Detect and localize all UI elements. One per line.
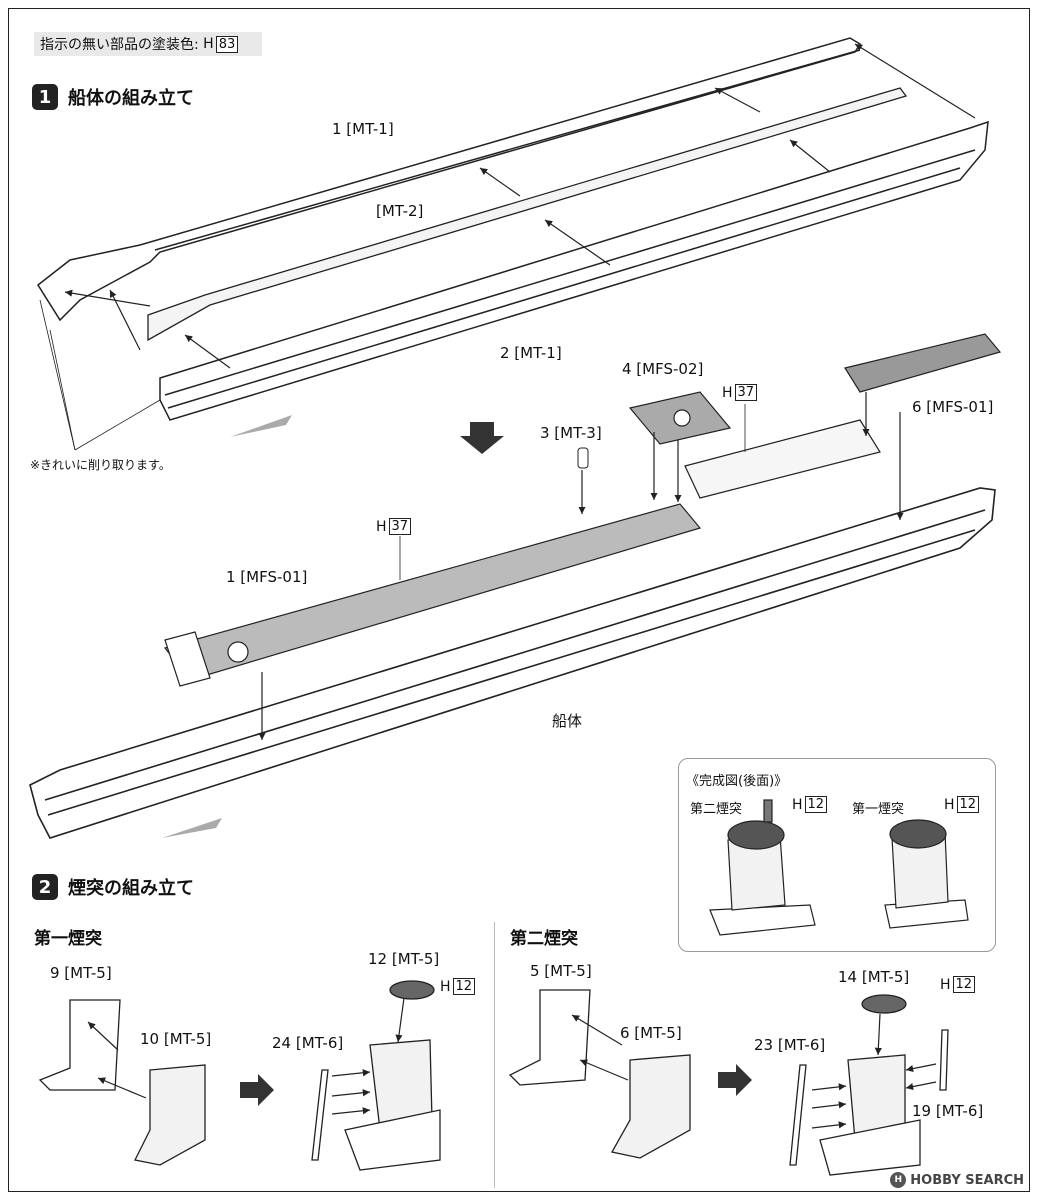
h-prefix: H	[940, 976, 951, 993]
completed-first-funnel: 第一煙突	[852, 802, 905, 817]
funnel2-part-b: 6 [MT-5]	[620, 1024, 682, 1042]
h37-leaders	[399, 404, 746, 580]
completed-second-funnel: 第二煙突	[690, 802, 743, 817]
h-code-value: 12	[956, 796, 980, 813]
step1-number: 1	[32, 84, 58, 110]
label-mt3: 3 [MT-3]	[540, 424, 602, 442]
funnel1-part-d: 24 [MT-6]	[272, 1034, 344, 1052]
h-code-value: 12	[952, 976, 976, 993]
bow-direction-arrow-1	[230, 415, 292, 437]
hull-assembled	[29, 487, 996, 839]
page-frame	[8, 8, 1030, 1192]
label-mfs02: 4 [MFS-02]	[622, 360, 704, 378]
funnel1-title: 第一煙突	[34, 929, 102, 949]
deck-mfs01-large	[163, 503, 702, 687]
hull-half-mt2	[147, 87, 908, 342]
paint-note-prefix: H	[203, 36, 214, 52]
funnel2-part-c: 14 [MT-5]	[838, 968, 910, 986]
deck-mfs01-small	[844, 333, 1002, 393]
bow-direction-arrow-2	[162, 818, 222, 838]
funnel-divider	[494, 922, 495, 1188]
funnel1-part-a: 9 [MT-5]	[50, 964, 112, 982]
hull-half-mt1-top	[37, 37, 862, 322]
part-mt3	[577, 447, 589, 469]
h-code-value: 37	[388, 518, 412, 535]
deck-rear	[684, 419, 881, 499]
h-prefix: H	[376, 518, 387, 535]
h-code-value: 12	[452, 978, 476, 995]
h-code-completed-1: H 12	[944, 796, 980, 813]
h-code-completed-2: H 12	[792, 796, 828, 813]
step2-title: 煙突の組み立て	[68, 878, 194, 899]
down-arrow	[460, 422, 504, 454]
trim-lines	[39, 299, 161, 451]
trim-note: ※きれいに削り取ります。	[30, 458, 171, 472]
h-code-funnel1: H 12	[440, 978, 476, 995]
funnel1-drawings	[38, 980, 441, 1171]
step2-header: 2 煙突の組み立て	[32, 874, 194, 900]
funnel2-part-e: 19 [MT-6]	[912, 1102, 984, 1120]
h-code-funnel2: H 12	[940, 976, 976, 993]
label-hull: 船体	[552, 712, 583, 730]
step1b-arrows	[258, 392, 904, 740]
completed-view-box	[678, 758, 996, 952]
funnel2-part-a: 5 [MT-5]	[530, 962, 592, 980]
step1-header: 1 船体の組み立て	[32, 84, 194, 110]
h-code-value: 12	[804, 796, 828, 813]
funnel1-part-c: 12 [MT-5]	[368, 950, 440, 968]
funnel2-drawings	[508, 989, 949, 1176]
deck-mfs02	[628, 391, 732, 445]
label-mt1-bottom: 2 [MT-1]	[500, 344, 562, 362]
label-mfs01-right: 6 [MFS-01]	[912, 398, 994, 416]
completed-funnels	[709, 799, 969, 936]
label-mt2: [MT-2]	[376, 202, 424, 220]
funnel2-title: 第二煙突	[510, 929, 578, 949]
label-mfs01-left: 1 [MFS-01]	[226, 568, 308, 586]
h-prefix: H	[944, 796, 955, 813]
funnel1-part-b: 10 [MT-5]	[140, 1030, 212, 1048]
paint-note-code: 83	[215, 35, 239, 53]
h-prefix: H	[722, 384, 733, 401]
watermark-text: HOBBY SEARCH	[910, 1172, 1024, 1188]
h-prefix: H	[792, 796, 803, 813]
step1-arrows	[64, 43, 976, 369]
hobby-search-watermark: H HOBBY SEARCH	[890, 1172, 1024, 1188]
paint-color-note: 指示の無い部品の塗装色: H 83	[34, 32, 262, 56]
funnel2-arrows	[571, 1013, 937, 1129]
completed-title: 《完成図(後面)》	[686, 774, 788, 789]
paint-note-text: 指示の無い部品の塗装色:	[40, 37, 199, 53]
step2-number: 2	[32, 874, 58, 900]
funnel1-next-arrow	[240, 1074, 274, 1106]
funnel2-next-arrow	[718, 1064, 752, 1096]
h-code-deck-right: H 37	[722, 384, 758, 401]
h-code-deck-left: H 37	[376, 518, 412, 535]
h-code-value: 37	[734, 384, 758, 401]
h-prefix: H	[440, 978, 451, 995]
hobby-search-logo-icon: H	[890, 1172, 907, 1188]
funnel1-arrows	[87, 997, 405, 1115]
funnel2-part-d: 23 [MT-6]	[754, 1036, 826, 1054]
label-mt1-top: 1 [MT-1]	[332, 120, 394, 138]
hull-half-mt1-bottom	[159, 120, 989, 421]
step1-title: 船体の組み立て	[68, 88, 194, 109]
